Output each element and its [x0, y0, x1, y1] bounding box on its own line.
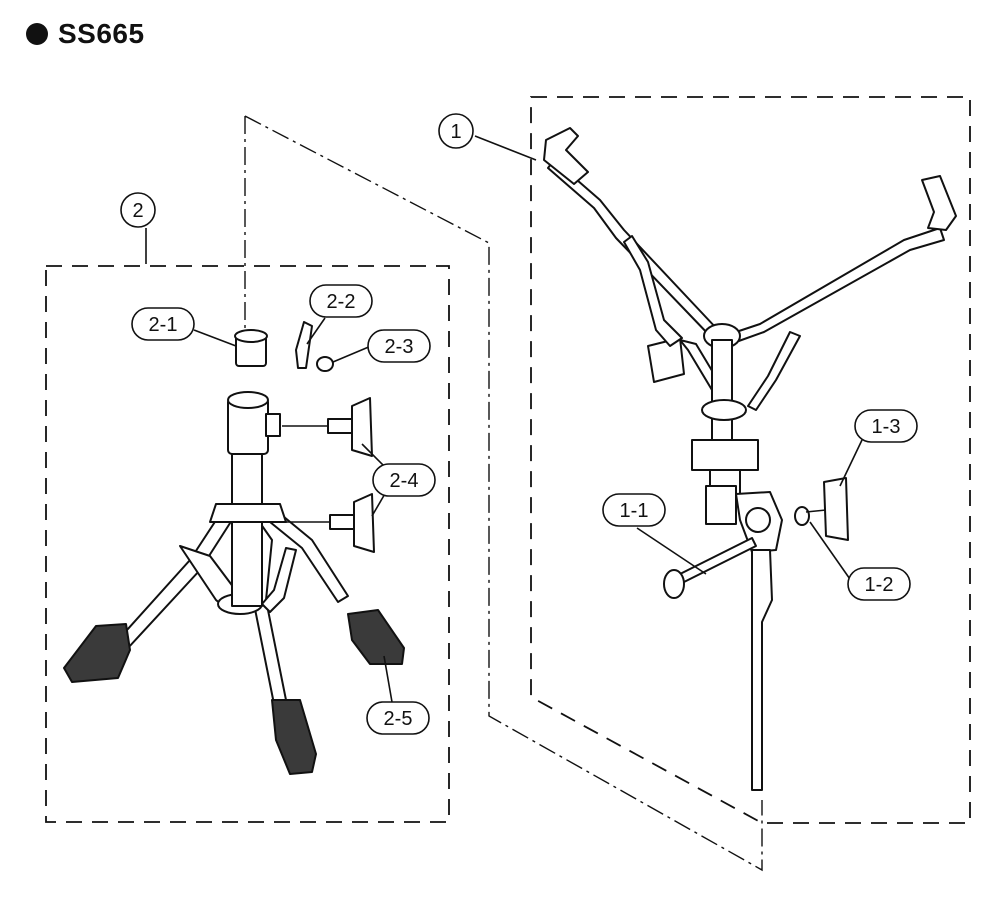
callout-1-1: 1-1: [602, 493, 666, 527]
part-1-1-tilter-bolt: [663, 537, 757, 599]
part-2-4-wing-bolt-upper: [282, 397, 373, 457]
callout-1: 1: [438, 113, 474, 149]
part-2-3-nut: [316, 356, 334, 372]
svg-text:2-4: 2-4: [390, 470, 419, 492]
svg-text:1-2: 1-2: [865, 574, 894, 596]
part-1-3-wing-knob: [805, 477, 849, 541]
svg-text:2-5: 2-5: [384, 708, 413, 730]
callout-2: 2: [120, 192, 156, 228]
svg-text:2-1: 2-1: [149, 314, 178, 336]
part-2-4-wing-bolt-lower: [286, 493, 375, 553]
part-2-2-key: [295, 321, 313, 369]
svg-text:2: 2: [132, 200, 143, 222]
callout-2-5: 2-5: [366, 701, 430, 735]
assembly-guide-line: [244, 115, 763, 872]
model-title: SS665: [58, 18, 145, 49]
bullet-icon: [26, 23, 48, 45]
callout-2-3: 2-3: [367, 329, 431, 363]
group-1-box: [530, 96, 971, 824]
rubber-foot: [271, 699, 317, 775]
part-2-1-tube-insert: [234, 329, 268, 367]
group-2-box: [45, 265, 450, 823]
part-1-2-washer: [794, 506, 810, 526]
rubber-foot: [347, 609, 405, 665]
leader-lines: [145, 135, 863, 703]
rubber-foot: [63, 623, 131, 683]
model-heading: SS665: [26, 14, 145, 54]
basket-assembly: [543, 127, 957, 791]
callout-1-3: 1-3: [854, 409, 918, 443]
callout-2-2: 2-2: [309, 284, 373, 318]
svg-text:1-1: 1-1: [620, 500, 649, 522]
svg-text:2-3: 2-3: [385, 336, 414, 358]
callout-2-4: 2-4: [372, 463, 436, 497]
callout-1-2: 1-2: [847, 567, 911, 601]
callout-2-1: 2-1: [131, 307, 195, 341]
svg-text:1-3: 1-3: [872, 416, 901, 438]
tripod-base-assembly: [63, 391, 405, 775]
svg-text:2-2: 2-2: [327, 291, 356, 313]
svg-text:1: 1: [450, 121, 461, 143]
